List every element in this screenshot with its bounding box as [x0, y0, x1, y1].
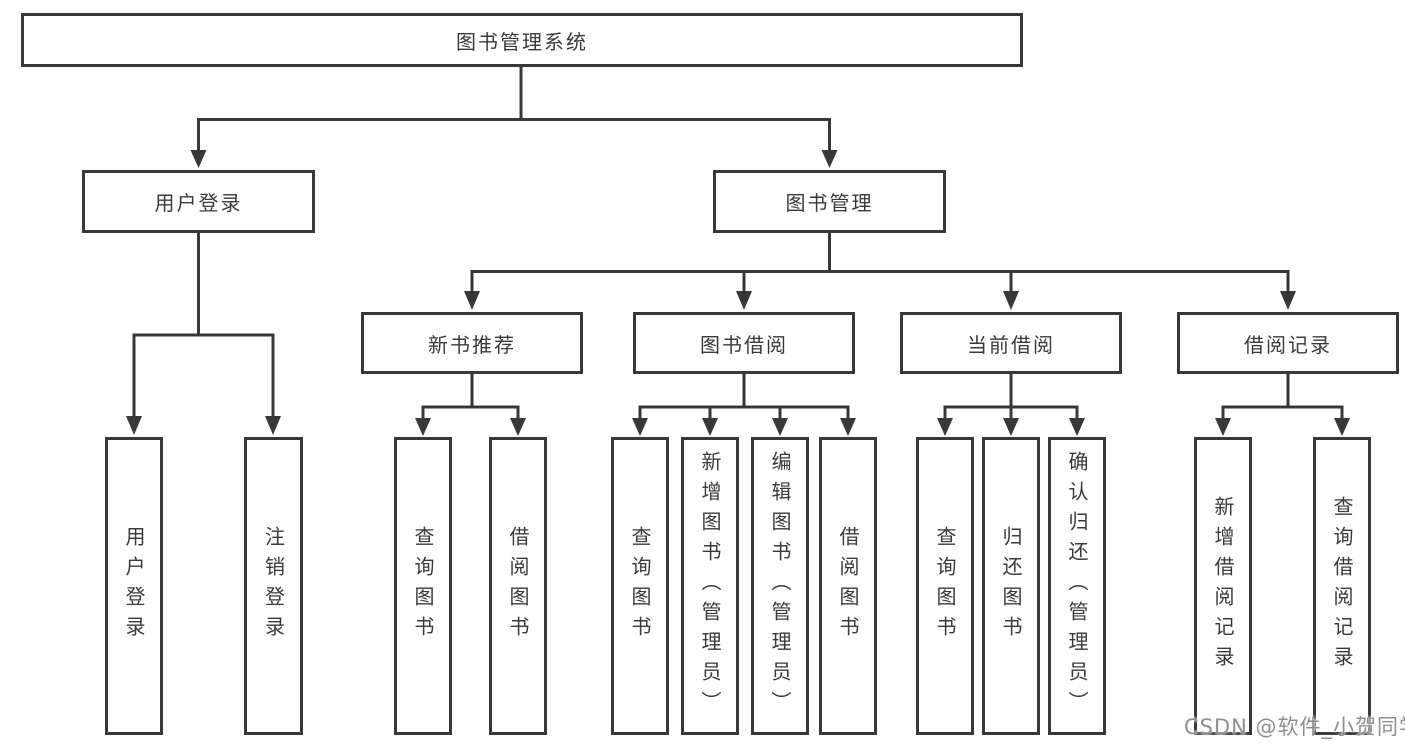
leaf-logout-label: 注销登录: [261, 526, 286, 646]
leaf-query-books-2-label: 查询图书: [628, 526, 652, 646]
leaf-user-login: 用户登录: [105, 437, 163, 735]
leaf-borrow-books-2: 借阅图书: [819, 437, 877, 735]
node-new-book-recommend-label: 新书推荐: [428, 332, 516, 357]
node-current-borrowing: 当前借阅: [900, 312, 1122, 374]
leaf-query-borrow-record: 查询借阅记录: [1313, 437, 1371, 735]
leaf-query-books-3-label: 查询图书: [933, 526, 957, 646]
node-user-login-label: 用户登录: [154, 191, 243, 215]
node-new-book-recommend: 新书推荐: [361, 312, 583, 374]
leaf-query-books-1: 查询图书: [394, 437, 452, 735]
leaf-query-books-1-label: 查询图书: [411, 526, 435, 646]
leaf-confirm-return-admin-label: 确认归还（管理员）: [1065, 451, 1089, 721]
leaf-query-books-2: 查询图书: [611, 437, 669, 735]
arrowheads: [126, 150, 1350, 436]
node-book-management: 图书管理: [713, 170, 946, 233]
connector-edges: [132, 67, 1344, 420]
leaf-add-book-admin-label: 新增图书（管理员）: [698, 451, 722, 721]
leaf-borrow-books-1-label: 借阅图书: [506, 526, 530, 646]
node-user-login: 用户登录: [82, 170, 315, 233]
leaf-logout: 注销登录: [244, 437, 303, 735]
leaf-user-login-label: 用户登录: [122, 526, 146, 646]
node-book-management-label: 图书管理: [785, 191, 874, 215]
leaf-edit-book-admin-label: 编辑图书（管理员）: [768, 451, 792, 721]
leaf-edit-book-admin: 编辑图书（管理员）: [751, 437, 809, 735]
node-borrowing-records: 借阅记录: [1177, 312, 1399, 374]
leaf-query-books-3: 查询图书: [916, 437, 974, 735]
leaf-borrow-books-1: 借阅图书: [489, 437, 547, 735]
leaf-return-books-label: 归还图书: [999, 526, 1023, 646]
leaf-confirm-return-admin: 确认归还（管理员）: [1048, 437, 1106, 735]
watermark: CSDN @软件_小贺同学: [1184, 715, 1405, 739]
leaf-query-borrow-record-label: 查询借阅记录: [1330, 496, 1354, 676]
leaf-add-borrow-record-label: 新增借阅记录: [1211, 496, 1235, 676]
node-current-borrowing-label: 当前借阅: [967, 332, 1055, 357]
node-root: 图书管理系统: [21, 13, 1023, 67]
node-borrowing-records-label: 借阅记录: [1244, 332, 1332, 357]
node-book-borrowing: 图书借阅: [633, 312, 855, 374]
node-root-label: 图书管理系统: [456, 29, 588, 54]
leaf-add-borrow-record: 新增借阅记录: [1194, 437, 1252, 735]
node-book-borrowing-label: 图书借阅: [700, 332, 788, 357]
leaf-borrow-books-2-label: 借阅图书: [836, 526, 860, 646]
leaf-add-book-admin: 新增图书（管理员）: [681, 437, 739, 735]
leaf-return-books: 归还图书: [982, 437, 1040, 735]
